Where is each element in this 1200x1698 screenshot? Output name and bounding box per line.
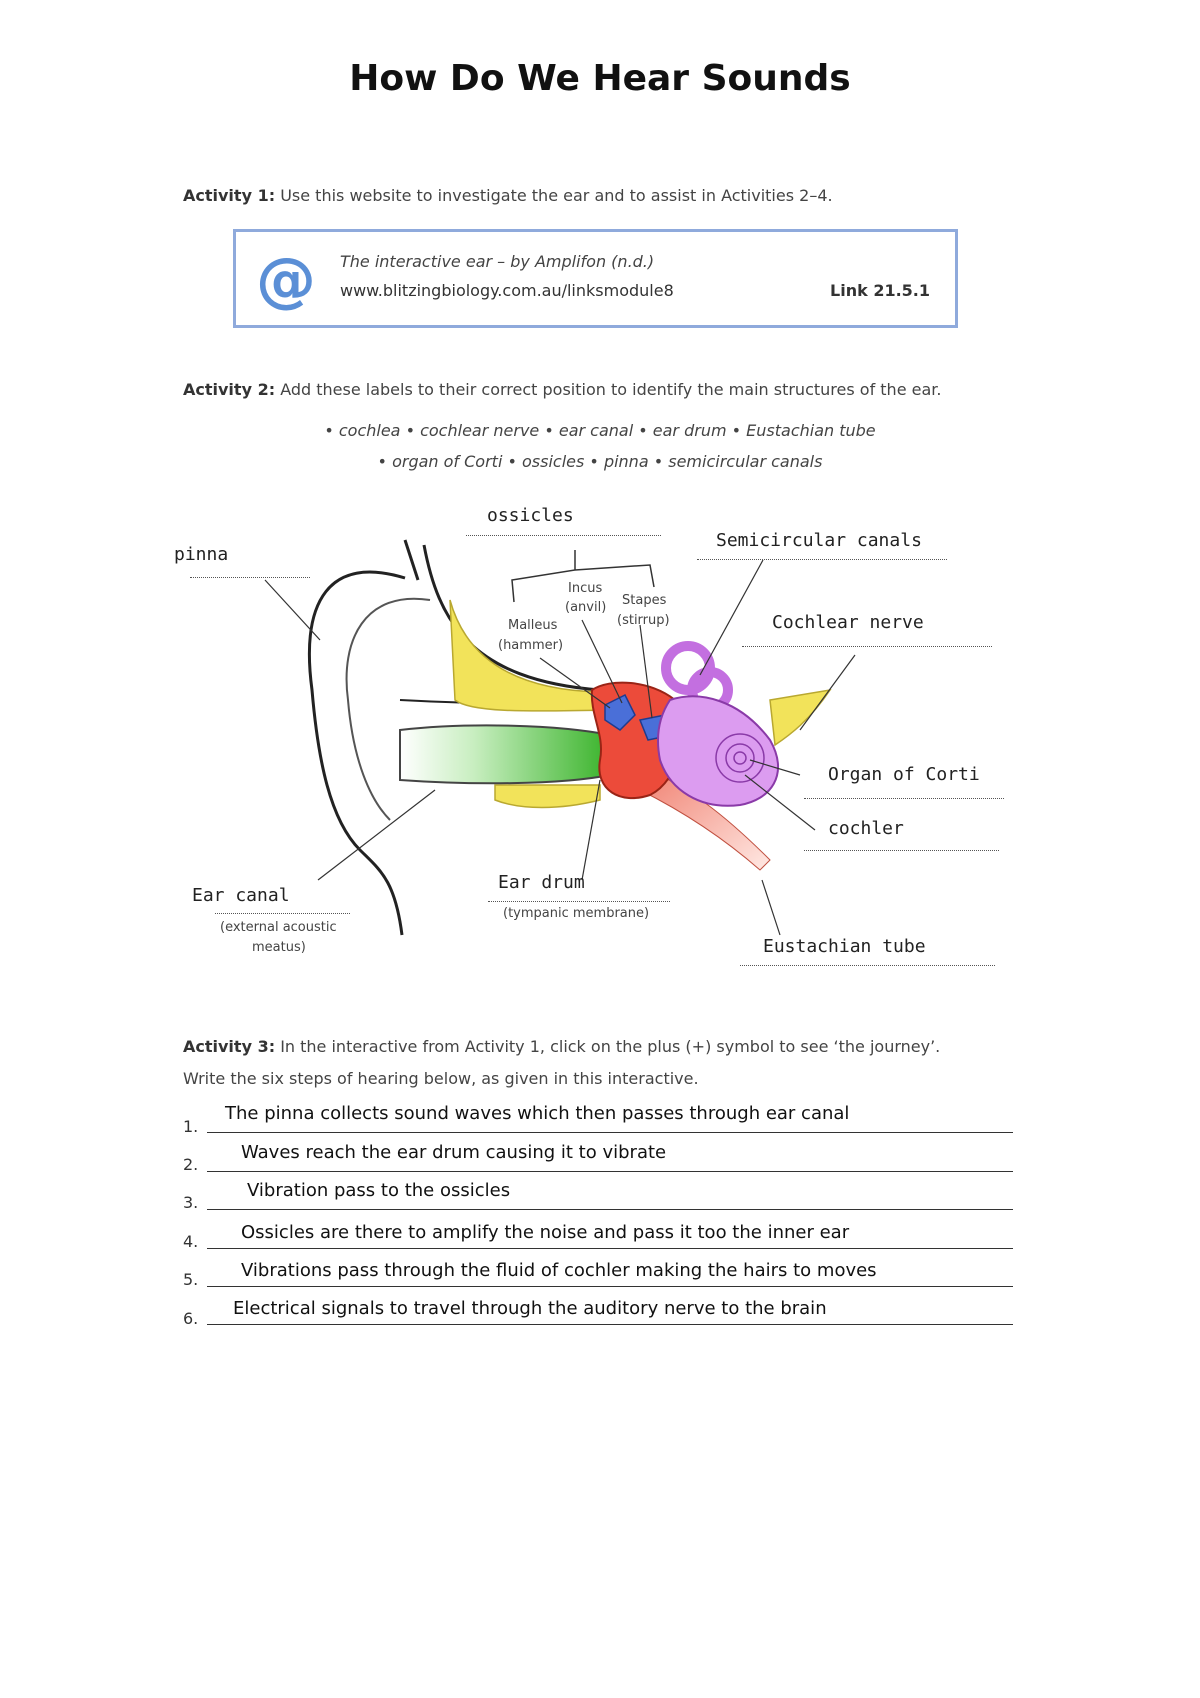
link-title: The interactive ear – by Amplifon (n.d.) <box>340 252 655 271</box>
step-text: Ossicles are there to amplify the noise … <box>241 1222 850 1243</box>
answer-cochlea: cochler <box>828 818 904 839</box>
stirrup-label: (stirrup) <box>617 613 670 628</box>
ear-canal-shape <box>399 724 611 785</box>
step-number: 4. <box>183 1232 199 1251</box>
answer-organ-of-corti: Organ of Corti <box>828 764 980 785</box>
link-id: Link 21.5.1 <box>830 281 930 300</box>
temporal-bone-right <box>769 688 832 747</box>
activity2-text: Add these labels to their correct positi… <box>280 380 942 399</box>
stapes-label: Stapes <box>622 593 667 608</box>
answer-ossicles: ossicles <box>487 505 574 526</box>
step-number: 1. <box>183 1117 199 1136</box>
ear-canal-sub-label-1: (external acoustic <box>220 920 337 935</box>
activity3-text-1: In the interactive from Activity 1, clic… <box>280 1037 941 1056</box>
step-line <box>207 1171 1013 1172</box>
malleus-label: Malleus <box>508 618 558 633</box>
page-title: How Do We Hear Sounds <box>349 58 851 99</box>
anvil-label: (anvil) <box>565 600 607 615</box>
answer-semicircular-canals: Semicircular canals <box>716 530 922 551</box>
step-line <box>207 1248 1013 1249</box>
activity1-instruction: Activity 1: Use this website to investig… <box>183 186 833 205</box>
terms-line-2: • organ of Corti • ossicles • pinna • se… <box>377 452 823 471</box>
incus-label: Incus <box>568 581 603 596</box>
activity1-heading: Activity 1: <box>183 186 276 205</box>
pinna-shape <box>307 570 406 936</box>
ear-canal-sub-label-2: meatus) <box>252 940 306 955</box>
answer-pinna: pinna <box>174 544 229 565</box>
step-text: The pinna collects sound waves which the… <box>225 1103 850 1124</box>
terms-line-1: • cochlea • cochlear nerve • ear canal •… <box>324 421 876 440</box>
activity1-text: Use this website to investigate the ear … <box>280 186 833 205</box>
step-number: 6. <box>183 1309 199 1328</box>
step-text: Vibrations pass through the fluid of coc… <box>241 1260 877 1281</box>
answer-ear-drum: Ear drum <box>498 872 585 893</box>
step-text: Waves reach the ear drum causing it to v… <box>241 1142 667 1163</box>
step-number: 3. <box>183 1193 199 1212</box>
step-number: 5. <box>183 1270 199 1289</box>
step-line <box>207 1286 1013 1287</box>
step-line <box>207 1132 1013 1133</box>
step-text: Electrical signals to travel through the… <box>233 1298 827 1319</box>
tympanic-label: (tympanic membrane) <box>503 906 650 921</box>
hammer-label: (hammer) <box>498 638 564 653</box>
step-number: 2. <box>183 1155 199 1174</box>
answer-eustachian-tube: Eustachian tube <box>763 936 926 957</box>
inner-ear-shape <box>657 641 780 807</box>
activity3-instruction-2: Write the six steps of hearing below, as… <box>183 1069 699 1088</box>
step-text: Vibration pass to the ossicles <box>247 1180 511 1201</box>
activity2-instruction: Activity 2: Add these labels to their co… <box>183 380 941 399</box>
ear-diagram <box>264 539 856 936</box>
activity2-heading: Activity 2: <box>183 380 276 399</box>
activity3-heading: Activity 3: <box>183 1037 276 1056</box>
temporal-bone-upper <box>449 599 612 712</box>
step-line <box>207 1324 1013 1325</box>
link-url[interactable]: www.blitzingbiology.com.au/linksmodule8 <box>340 281 674 300</box>
answer-ear-canal: Ear canal <box>192 885 290 906</box>
temporal-bone-lower <box>494 784 601 809</box>
step-line <box>207 1209 1013 1210</box>
activity3-instruction-1: Activity 3: In the interactive from Acti… <box>183 1037 940 1056</box>
link-box: @ The interactive ear – by Amplifon (n.d… <box>233 229 958 328</box>
answer-cochlear-nerve: Cochlear nerve <box>772 612 924 633</box>
ossicles-shape <box>604 693 636 731</box>
at-sign-icon: @ <box>256 245 316 315</box>
